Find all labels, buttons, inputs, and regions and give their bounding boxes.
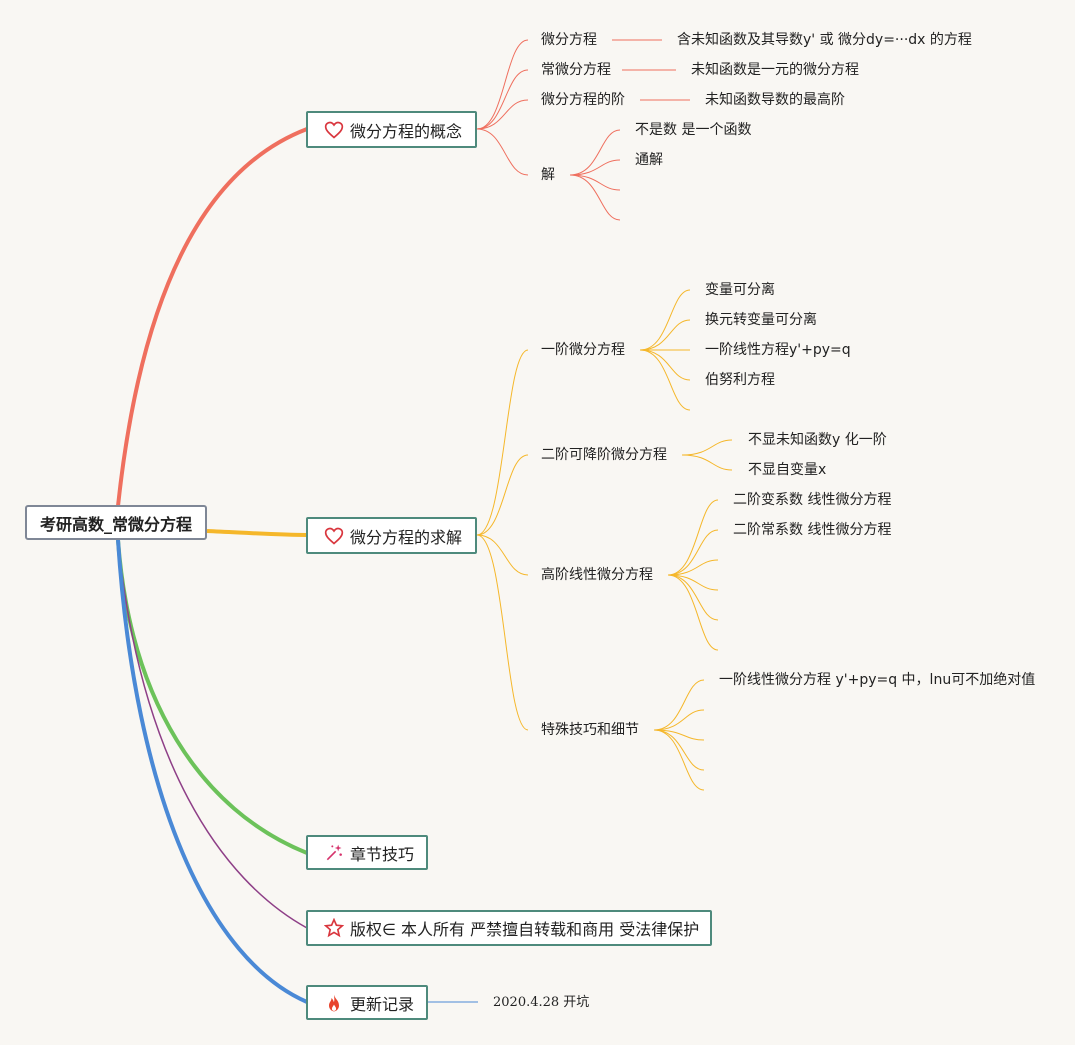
branch-line-tips <box>116 539 308 855</box>
node-second-item[interactable]: 不显自变量x <box>748 462 827 478</box>
topic-log-label: 更新记录 <box>350 994 415 1014</box>
node-wffc[interactable]: 微分方程 <box>541 32 597 48</box>
node-second-order[interactable]: 二阶可降阶微分方程 <box>541 447 667 463</box>
node-second-item[interactable]: 不显未知函数y 化一阶 <box>748 432 887 448</box>
heart-icon <box>324 121 344 139</box>
node-high-order[interactable]: 高阶线性微分方程 <box>541 567 653 583</box>
node-solution[interactable]: 解 <box>541 167 555 183</box>
star-icon <box>324 918 344 938</box>
topic-copyright-label: 版权∈ 本人所有 严禁擅自转载和商用 受法律保护 <box>350 920 700 939</box>
heart-icon <box>324 527 344 545</box>
node-order[interactable]: 微分方程的阶 <box>541 92 625 108</box>
branch-line-log <box>116 539 308 1004</box>
topic-tips[interactable]: 章节技巧 <box>306 835 428 870</box>
node-first-order[interactable]: 一阶微分方程 <box>541 342 625 358</box>
node-special-item[interactable]: 一阶线性微分方程 y'+py=q 中，lnu可不加绝对值 <box>719 672 1036 688</box>
node-first-item[interactable]: 换元转变量可分离 <box>705 312 817 328</box>
node-first-item[interactable]: 变量可分离 <box>705 282 775 298</box>
node-first-item[interactable]: 伯努利方程 <box>705 372 775 388</box>
node-special[interactable]: 特殊技巧和细节 <box>541 722 639 738</box>
topic-copyright[interactable]: 版权∈ 本人所有 严禁擅自转载和商用 受法律保护 <box>306 910 712 946</box>
root-topic[interactable]: 考研高数_常微分方程 <box>25 505 207 540</box>
node-order-desc[interactable]: 未知函数导数的最高阶 <box>705 92 845 108</box>
topic-log[interactable]: 更新记录 <box>306 985 428 1020</box>
topic-concept-label: 微分方程的概念 <box>350 121 463 141</box>
root-label: 考研高数_常微分方程 <box>39 514 192 534</box>
topic-solve[interactable]: 微分方程的求解 <box>306 517 477 554</box>
node-high-item[interactable]: 二阶常系数 线性微分方程 <box>733 522 892 538</box>
node-first-item[interactable]: 一阶线性方程y'+py=q <box>705 342 851 358</box>
node-wffc-desc[interactable]: 含未知函数及其导数y' 或 微分dy=···dx 的方程 <box>677 32 972 48</box>
node-cwffc[interactable]: 常微分方程 <box>541 62 611 78</box>
node-cwffc-desc[interactable]: 未知函数是一元的微分方程 <box>691 62 859 78</box>
log-entry: 2020.4.28 开坑 <box>493 995 590 1010</box>
topic-concept[interactable]: 微分方程的概念 <box>306 111 477 148</box>
node-solution-item[interactable]: 不是数 是一个函数 <box>635 122 752 138</box>
node-high-item[interactable]: 二阶变系数 线性微分方程 <box>733 492 892 508</box>
node-solution-item[interactable]: 通解 <box>635 152 663 168</box>
fire-icon <box>329 994 339 1011</box>
branch-line-concept <box>116 127 308 507</box>
branch-line-solve <box>206 529 308 537</box>
topic-solve-label: 微分方程的求解 <box>350 527 463 547</box>
sparkle-wand-icon <box>326 844 342 860</box>
branch-line-copyright <box>117 539 308 929</box>
topic-tips-label: 章节技巧 <box>350 844 415 864</box>
